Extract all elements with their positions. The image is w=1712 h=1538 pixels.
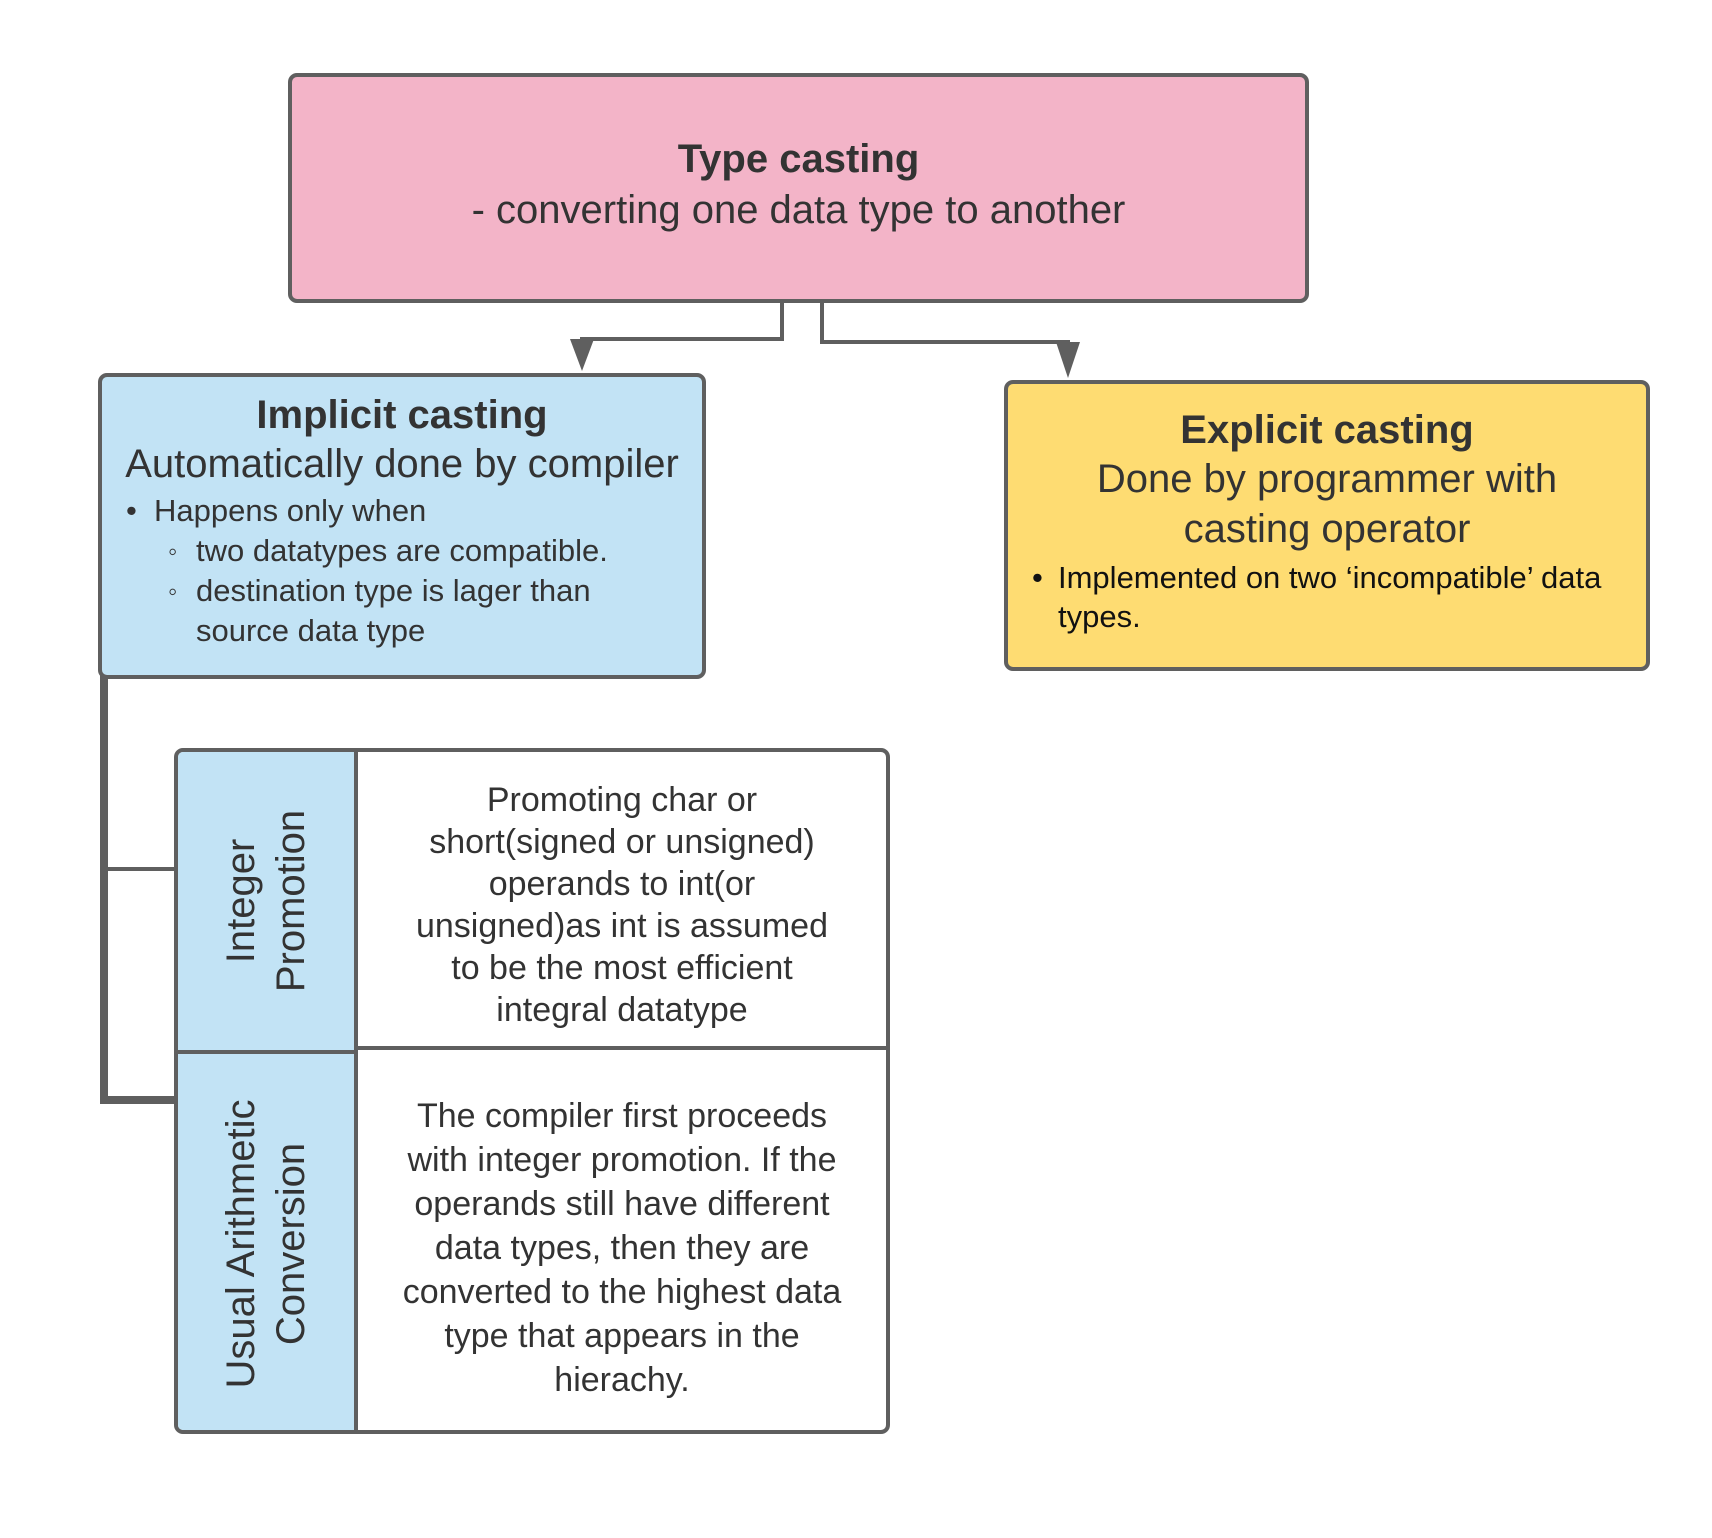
type-casting-node: Type casting - converting one data type …	[288, 73, 1309, 303]
implicit-condition-bullet: Happens only when	[102, 491, 702, 531]
explicit-casting-title: Explicit casting	[1180, 408, 1474, 452]
connector-implicit-to-usual-arithmetic	[100, 672, 178, 1104]
connector-root-to-explicit	[820, 303, 1070, 352]
usual-arithmetic-desc-line: operands still have different	[414, 1185, 830, 1223]
implicit-conditions-list: Happens only when two datatypes are comp…	[102, 491, 702, 651]
implicit-condition-larger-destination: destination type is lager than source da…	[102, 571, 702, 651]
arrowhead-explicit	[1056, 342, 1080, 378]
type-casting-title: Type casting	[677, 137, 920, 181]
integer-promotion-desc-line: Promoting char or	[486, 781, 758, 819]
explicit-casting-subtitle: Done by programmer with casting operator	[1008, 454, 1646, 554]
integer-promotion-label-line2: Promotion	[269, 809, 313, 993]
usual-arithmetic-conversion-label-cell: Usual Arithmetic Conversion	[178, 1054, 358, 1430]
implicit-condition-compatible: two datatypes are compatible.	[102, 531, 702, 571]
implicit-condition-line1: destination type is lager than	[196, 573, 591, 608]
integer-promotion-label-cell: Integer Promotion	[178, 752, 358, 1054]
type-casting-subtitle: - converting one data type to another	[471, 188, 1126, 232]
explicit-casting-node: Explicit casting Done by programmer with…	[1004, 380, 1650, 671]
usual-arithmetic-desc-line: converted to the highest data	[402, 1273, 842, 1311]
integer-promotion-desc-line: to be the most efficient	[451, 949, 793, 987]
implicit-casting-node: Implicit casting Automatically done by c…	[98, 373, 706, 679]
integer-promotion-desc-line: operands to int(or	[488, 865, 756, 903]
explicit-bullet-line1: Implemented on two ‘incompatible’ data	[1058, 560, 1602, 595]
connector-root-to-implicit	[580, 303, 784, 350]
explicit-bullet: Implemented on two ‘incompatible’ data t…	[1008, 558, 1646, 636]
integer-promotion-label-line1: Integer	[219, 838, 263, 964]
explicit-bullet-line2: types.	[1058, 599, 1141, 634]
integer-promotion-desc-line: short(signed or unsigned)	[429, 823, 815, 861]
usual-arithmetic-desc-line: type that appears in the	[444, 1317, 800, 1355]
arrowhead-implicit	[570, 339, 594, 371]
usual-arithmetic-conversion-description: The compiler first proceeds with integer…	[358, 1054, 886, 1430]
implicit-casting-title: Implicit casting	[256, 393, 548, 437]
usual-arithmetic-desc-line: The compiler first proceeds	[416, 1097, 828, 1135]
implicit-subtypes-table: Integer Promotion Promoting char or shor…	[174, 748, 890, 1434]
usual-arithmetic-label-line2: Conversion	[269, 1142, 313, 1346]
explicit-subtitle-line1: Done by programmer with	[1096, 457, 1558, 501]
implicit-condition-line2: source data type	[196, 613, 426, 648]
implicit-casting-subtitle: Automatically done by compiler	[125, 442, 679, 486]
usual-arithmetic-label-line1: Usual Arithmetic	[219, 1099, 263, 1389]
usual-arithmetic-desc-line: with integer promotion. If the	[407, 1141, 837, 1179]
integer-promotion-desc-line: unsigned)as int is assumed	[415, 907, 828, 945]
explicit-subtitle-line2: casting operator	[1183, 507, 1471, 551]
usual-arithmetic-desc-line: data types, then they are	[434, 1229, 810, 1267]
usual-arithmetic-conversion-label: Usual Arithmetic Conversion	[216, 1100, 316, 1389]
usual-arithmetic-desc-line: hierachy.	[554, 1361, 690, 1399]
integer-promotion-label: Integer Promotion	[216, 810, 316, 992]
integer-promotion-desc-line: integral datatype	[496, 991, 748, 1029]
integer-promotion-description: Promoting char or short(signed or unsign…	[358, 752, 886, 1050]
connector-implicit-to-integer-promotion	[102, 676, 174, 871]
